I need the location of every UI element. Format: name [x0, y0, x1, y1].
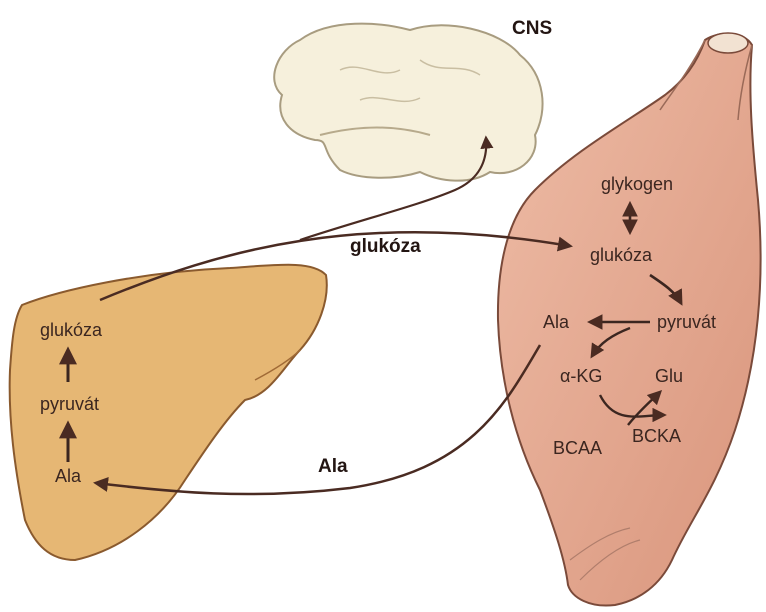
brain-illustration: [274, 24, 542, 181]
alanine-flow-label: Ala: [318, 456, 348, 477]
liver-alanine-label: Ala: [55, 466, 82, 486]
muscle-pyruvate-label: pyruvát: [657, 312, 716, 332]
muscle-glucose-label: glukóza: [590, 245, 653, 265]
muscle-bcka-label: BCKA: [632, 426, 681, 446]
glucose-flow-label: glukóza: [350, 236, 421, 257]
muscle-alanine-label: Ala: [543, 312, 570, 332]
liver-glucose-label: glukóza: [40, 320, 103, 340]
muscle-glu-label: Glu: [655, 366, 683, 386]
muscle-bcaa-label: BCAA: [553, 438, 602, 458]
liver-pyruvate-label: pyruvát: [40, 394, 99, 414]
cns-label: CNS: [512, 18, 552, 39]
muscle-akg-label: α-KG: [560, 366, 602, 386]
muscle-glycogen-label: glykogen: [601, 174, 673, 194]
